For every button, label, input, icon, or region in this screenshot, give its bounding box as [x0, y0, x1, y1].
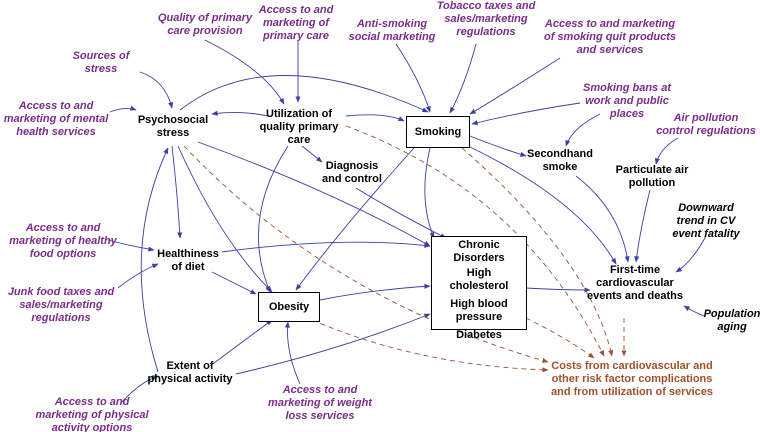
- arrow-utilization-to-obesity: [258, 145, 289, 293]
- arrow-sources-to-stress: [139, 71, 174, 109]
- node-population-aging: Population aging: [703, 308, 760, 333]
- node-tobacco-taxes: Tobacco taxes and sales/marketing regula…: [436, 0, 536, 38]
- chronic-item-diabetes: Diabetes: [456, 329, 502, 341]
- node-utilization-primary-care: Utilization of quality primary care: [259, 108, 339, 146]
- node-chronic-disorders: Chronic Disorders High cholesterol High …: [431, 236, 527, 341]
- node-downward-trend: Downward trend in CV event fatality: [672, 202, 740, 240]
- arrow-diet-to-chronic: [221, 241, 431, 253]
- arrow-mental-to-stress: [109, 105, 137, 113]
- arrow-stress-to-obesity: [177, 145, 273, 293]
- arrow-quit-to-smoking: [469, 57, 561, 115]
- arrow-antismoking-to-smoking: [395, 43, 431, 113]
- cost-arrow-smoking: [461, 147, 614, 357]
- chronic-item-cholesterol: High cholesterol: [449, 267, 509, 292]
- arrow-food-to-diet: [107, 239, 155, 252]
- arrow-smoking-to-secondhand: [469, 135, 527, 157]
- arrow-diet-to-obesity: [211, 271, 257, 295]
- arrow-stress-to-diet: [171, 145, 183, 239]
- node-secondhand-smoke: Secondhand smoke: [526, 148, 593, 173]
- cost-arrow-chronic: [525, 317, 595, 359]
- arrow-airregs-to-particulate: [654, 137, 679, 165]
- cost-arrow-obesity: [311, 319, 549, 373]
- node-physical-activity: Extent of physical activity: [147, 360, 233, 385]
- arrow-particulate-to-events: [634, 189, 651, 263]
- arrow-diagnosis-to-chronic: [355, 187, 447, 239]
- chronic-item-blood-pressure: High blood pressure: [450, 298, 508, 323]
- arrow-quality-to-utilization: [204, 39, 285, 105]
- arrow-weightloss-to-obesity: [284, 321, 301, 385]
- node-access-physical: Access to and marketing of physical acti…: [35, 396, 149, 432]
- arrow-secondhand-to-events: [575, 175, 630, 263]
- arrow-chronic-to-events: [525, 287, 591, 293]
- arrow-aging-to-events: [683, 305, 705, 317]
- node-access-weight-loss: Access to and marketing of weight loss s…: [268, 384, 372, 422]
- cost-arrow-utilization: [345, 125, 605, 357]
- node-sources-stress: Sources of stress: [72, 50, 130, 75]
- node-junk-food: Junk food taxes and sales/marketing regu…: [7, 286, 115, 324]
- arrow-stress-to-chronic: [197, 141, 431, 247]
- node-obesity: Obesity: [258, 292, 320, 322]
- cost-arrow-stress: [183, 145, 549, 363]
- node-first-time-events: First-time cardiovascular events and dea…: [587, 264, 683, 302]
- arrow-activity-to-chronic: [235, 313, 431, 375]
- node-anti-smoking: Anti-smoking social marketing: [348, 18, 436, 43]
- node-particulate-air: Particulate air pollution: [615, 164, 689, 189]
- node-psychosocial-stress: Psychosocial stress: [137, 114, 209, 139]
- arrow-bans-to-secondhand: [565, 113, 601, 147]
- node-access-mental: Access to and marketing of mental health…: [3, 100, 109, 138]
- arrow-activity-to-stress: [140, 147, 169, 373]
- node-healthiness-diet: Healthiness of diet: [157, 248, 219, 273]
- node-access-healthy-food: Access to and marketing of healthy food …: [9, 222, 117, 260]
- node-costs: Costs from cardiovascular and other risk…: [551, 360, 713, 398]
- arrow-junk-to-diet: [117, 263, 159, 289]
- arrow-smoking-to-events: [467, 145, 617, 265]
- node-smoking-bans: Smoking bans at work and public places: [582, 82, 672, 120]
- arrow-tobacco-to-smoking: [449, 43, 477, 114]
- arrow-smoking-to-obesity: [295, 147, 415, 291]
- arrow-stress-to-smoking: [179, 75, 429, 113]
- arrow-physaccess-to-activity: [119, 375, 159, 405]
- node-access-quit: Access to and marketing of smoking quit …: [544, 18, 676, 56]
- node-air-pollution-regs: Air pollution control regulations: [656, 112, 756, 137]
- arrow-utilization-to-smoking: [345, 114, 405, 122]
- arrow-trend-to-events: [675, 235, 707, 273]
- arrow-utilization-to-diagnosis: [301, 145, 323, 163]
- node-access-primary-care: Access to and marketing of primary care: [258, 4, 334, 42]
- arrow-utilization-to-stress: [211, 110, 269, 117]
- arrow-activity-to-obesity: [209, 319, 273, 367]
- node-smoking: Smoking: [406, 116, 470, 148]
- node-diagnosis-control: Diagnosis and control: [322, 160, 382, 185]
- arrow-obesity-to-chronic: [319, 283, 431, 301]
- arrow-smoking-to-chronic: [424, 147, 435, 239]
- arrow-bans-to-smoking: [471, 102, 581, 126]
- chronic-header: Chronic Disorders: [453, 239, 505, 264]
- node-quality-primary-care: Quality of primary care provision: [157, 12, 253, 37]
